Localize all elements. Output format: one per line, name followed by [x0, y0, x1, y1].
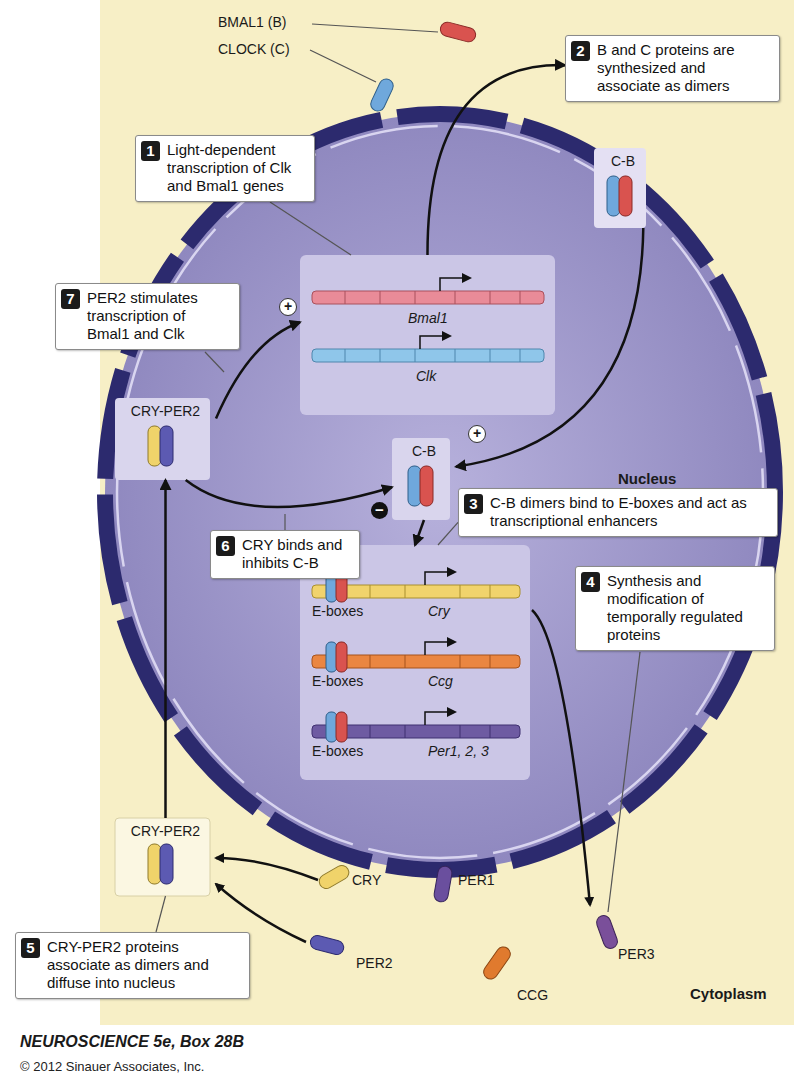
callout-text: PER2 stimulates transcription of Bmal1 a…	[87, 289, 231, 343]
text-label: CLOCK (C)	[218, 41, 290, 58]
pathway-arrow	[427, 65, 565, 255]
callout-text: Light-dependent transcription of Clk and…	[167, 141, 306, 195]
sign-symbol: +	[279, 298, 297, 316]
callout-number: 4	[581, 572, 600, 592]
region-box: E-boxesCryE-boxesCcgE-boxesPer1, 2, 3	[300, 545, 530, 780]
callout-text: Synthesis and modification of temporally…	[607, 572, 766, 644]
gene-panel	[300, 255, 555, 415]
box-label: E-boxes	[312, 743, 363, 760]
region-box: C-B	[392, 438, 456, 520]
callout-number: 5	[21, 938, 40, 958]
text-label: PER3	[618, 946, 655, 963]
leader-line	[438, 522, 458, 545]
text-label: PER2	[356, 955, 393, 972]
callout-number: 2	[571, 41, 590, 61]
sign-symbol: −	[371, 502, 388, 519]
clk-gene	[312, 336, 544, 362]
region-box: CRY-PER2	[115, 398, 216, 480]
callout-box: 3 C-B dimers bind to E-boxes and act as t…	[458, 488, 778, 537]
text-label: Nucleus	[618, 470, 676, 487]
box-label: C-B	[392, 443, 456, 460]
text-label: BMAL1 (B)	[218, 14, 286, 31]
callout-number: 1	[141, 141, 160, 161]
callout-box: 5 CRY-PER2 proteins associate as dimers a…	[15, 932, 250, 999]
region-box: CRY-PER2	[115, 818, 216, 896]
sign-symbol: +	[468, 425, 486, 443]
bmal1-gene	[312, 278, 544, 304]
pathway-arrow	[186, 480, 392, 507]
callout-box: 4 Synthesis and modification of temporall…	[575, 566, 775, 651]
callout-number: 3	[464, 494, 483, 514]
box-label: Per1, 2, 3	[428, 743, 489, 760]
region-box: C-B	[594, 148, 652, 228]
pathway-arrow	[415, 520, 424, 545]
box-label: Ccg	[428, 673, 453, 690]
box-label: Cry	[428, 603, 450, 620]
box-label: CRY-PER2	[115, 403, 216, 420]
callout-box: 1 Light-dependent transcription of Clk an…	[135, 135, 315, 202]
leader-line	[270, 202, 351, 255]
callout-number: 6	[216, 536, 235, 556]
leader-line	[156, 896, 166, 932]
callout-text: CRY binds and inhibits C-B	[242, 536, 351, 572]
text-label: Cytoplasm	[690, 985, 767, 1002]
callout-text: CRY-PER2 proteins associate as dimers an…	[47, 938, 241, 992]
figure-caption: NEUROSCIENCE 5e, Box 28B	[20, 1033, 244, 1050]
callout-box: 2 B and C proteins are synthesized and as…	[565, 35, 780, 102]
text-label: CRY	[352, 872, 381, 889]
box-label: Bmal1	[408, 310, 448, 327]
callout-box: 6 CRY binds and inhibits C-B	[210, 530, 360, 579]
cb-dimer-on-eboxes	[326, 572, 347, 742]
box-label: CRY-PER2	[115, 823, 216, 840]
cytoplasm-ground	[100, 0, 794, 1025]
box-label: C-B	[594, 153, 652, 170]
region-box: Bmal1Clk	[300, 255, 555, 415]
text-label: PER1	[458, 872, 495, 889]
text-label: © 2012 Sinauer Associates, Inc.	[20, 1058, 204, 1075]
box-label: E-boxes	[312, 673, 363, 690]
callout-text: C-B dimers bind to E-boxes and act as tr…	[490, 494, 769, 530]
box-label: E-boxes	[312, 603, 363, 620]
callout-number: 7	[61, 289, 80, 309]
ebox-panel	[300, 545, 530, 780]
pathway-arrow	[164, 480, 167, 818]
pathway-arrows	[216, 610, 590, 942]
callout-text: B and C proteins are synthesized and ass…	[597, 41, 771, 95]
callout-box: 7 PER2 stimulates transcription of Bmal1 …	[55, 283, 240, 350]
pathway-arrow	[456, 228, 643, 467]
box-label: Clk	[416, 368, 436, 385]
text-label: CCG	[517, 987, 548, 1004]
